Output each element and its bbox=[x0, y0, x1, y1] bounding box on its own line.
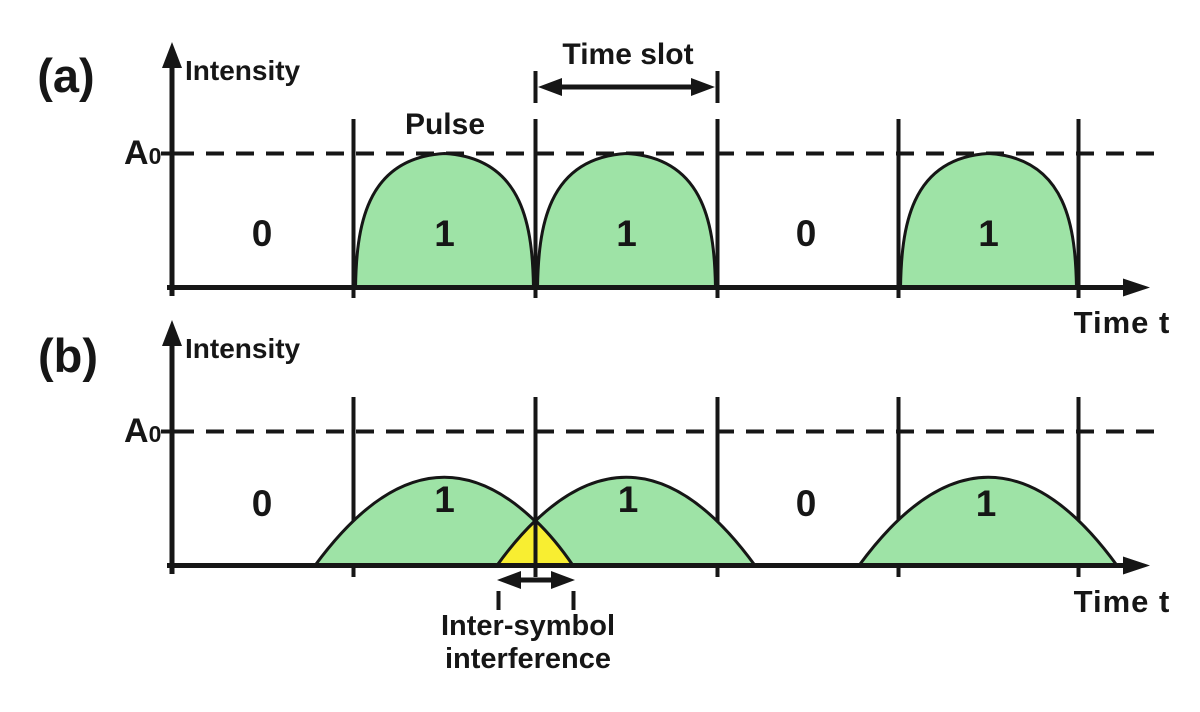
threshold-subscript: 0 bbox=[149, 143, 162, 169]
panel-a: (a) Intensity A0 Time t bbox=[37, 38, 1171, 340]
bit-label: 0 bbox=[796, 483, 817, 524]
panel-b-x-axis-label: Time t bbox=[1074, 584, 1171, 619]
panel-a-y-axis-arrow-icon bbox=[162, 42, 182, 68]
panel-a-pulse-2 bbox=[535, 151, 718, 290]
right-arrow-icon bbox=[551, 571, 575, 589]
bit-label: 1 bbox=[616, 213, 637, 254]
left-arrow-icon bbox=[497, 571, 521, 589]
bit-label: 0 bbox=[252, 483, 273, 524]
panel-a-y-axis-label: Intensity bbox=[185, 55, 301, 86]
threshold-letter: A bbox=[124, 134, 149, 172]
panel-b-pulse-3 bbox=[857, 475, 1119, 567]
panel-a-pulse-1 bbox=[353, 151, 536, 290]
bit-label: 1 bbox=[434, 213, 455, 254]
isi-callout: Inter-symbol interference bbox=[441, 571, 615, 675]
bit-label: 1 bbox=[434, 479, 455, 520]
panel-a-time-slot-bracket: Time slot bbox=[533, 38, 720, 103]
panel-b-x-axis-arrow-icon bbox=[1123, 556, 1150, 575]
panel-b-bit-labels: 0 1 1 0 1 bbox=[252, 479, 997, 524]
panel-b-label: (b) bbox=[38, 329, 98, 382]
panel-b-threshold-label: A0 bbox=[124, 412, 161, 450]
panel-a-bit-labels: 0 1 1 0 1 bbox=[252, 213, 999, 254]
panel-a-x-axis-arrow-icon bbox=[1123, 278, 1150, 297]
panel-a-threshold-label: A0 bbox=[124, 134, 161, 172]
panel-b-y-axis-label: Intensity bbox=[185, 333, 301, 364]
left-arrow-icon bbox=[538, 78, 562, 96]
bit-label: 1 bbox=[976, 483, 997, 524]
bit-label: 1 bbox=[618, 479, 639, 520]
panel-a-pulse-label: Pulse bbox=[405, 108, 485, 141]
threshold-subscript: 0 bbox=[149, 421, 162, 447]
isi-label-line2: interference bbox=[445, 643, 611, 675]
threshold-letter: A bbox=[124, 412, 149, 450]
panel-a-slot-boundaries bbox=[351, 119, 1081, 298]
panel-a-pulse-3 bbox=[898, 151, 1079, 290]
panel-b: (b) Intensity A0 Time t 0 1 bbox=[38, 320, 1171, 675]
panel-a-label: (a) bbox=[37, 49, 94, 102]
isi-label-line1: Inter-symbol bbox=[441, 610, 615, 642]
right-arrow-icon bbox=[691, 78, 715, 96]
bit-label: 0 bbox=[796, 213, 817, 254]
bit-label: 0 bbox=[252, 213, 273, 254]
time-slot-label: Time slot bbox=[562, 38, 693, 71]
bit-label: 1 bbox=[978, 213, 999, 254]
panel-a-x-axis-label: Time t bbox=[1074, 305, 1171, 340]
panel-b-y-axis-arrow-icon bbox=[162, 320, 182, 346]
